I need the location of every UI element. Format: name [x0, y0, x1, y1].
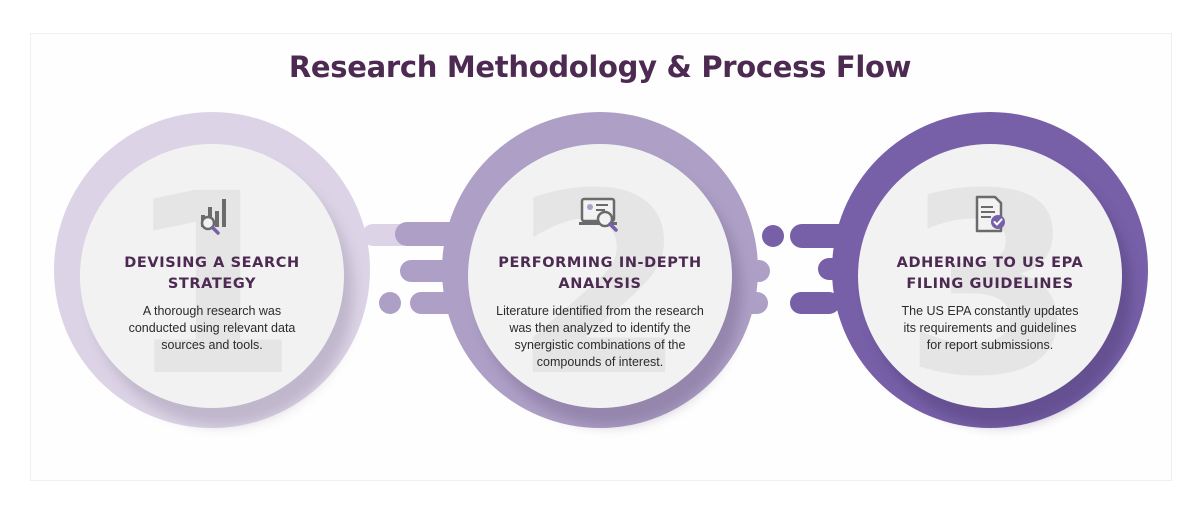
step-3-description: The US EPA constantly updates its requir… [901, 304, 1079, 352]
step-2-heading-line1: PERFORMING IN-DEPTH [498, 255, 702, 271]
step-3-big-number: 3 [903, 140, 1077, 431]
document-check-icon [965, 193, 1015, 237]
step-2-description: Literature identified from the research … [496, 304, 704, 369]
step-2: PERFORMING IN-DEPTH ANALYSIS Literature i… [480, 193, 720, 371]
step-1-ring: 1 [54, 112, 370, 431]
step-1: DEVISING A SEARCH STRATEGY A thorough res… [92, 193, 332, 354]
step-3-heading-line1: ADHERING TO US EPA [896, 255, 1084, 271]
step-3: ADHERING TO US EPA FILING GUIDELINES The … [870, 193, 1110, 354]
page-title: Research Methodology & Process Flow [288, 50, 912, 84]
step-2-ring: 2 [442, 112, 758, 431]
step-3-heading-line2: FILING GUIDELINES [906, 276, 1074, 292]
step-1-big-number: 1 [125, 140, 299, 431]
monitor-search-icon [575, 193, 625, 237]
step-1-heading-line1: DEVISING A SEARCH [124, 255, 300, 271]
step-2-heading-line2: ANALYSIS [558, 276, 642, 292]
step-2-big-number: 2 [513, 140, 687, 431]
step-3-ring: 3 [832, 112, 1148, 431]
step-1-heading-line2: STRATEGY [167, 276, 257, 292]
chart-search-icon [187, 193, 237, 237]
step-1-description: A thorough research was conducted using … [128, 304, 296, 352]
